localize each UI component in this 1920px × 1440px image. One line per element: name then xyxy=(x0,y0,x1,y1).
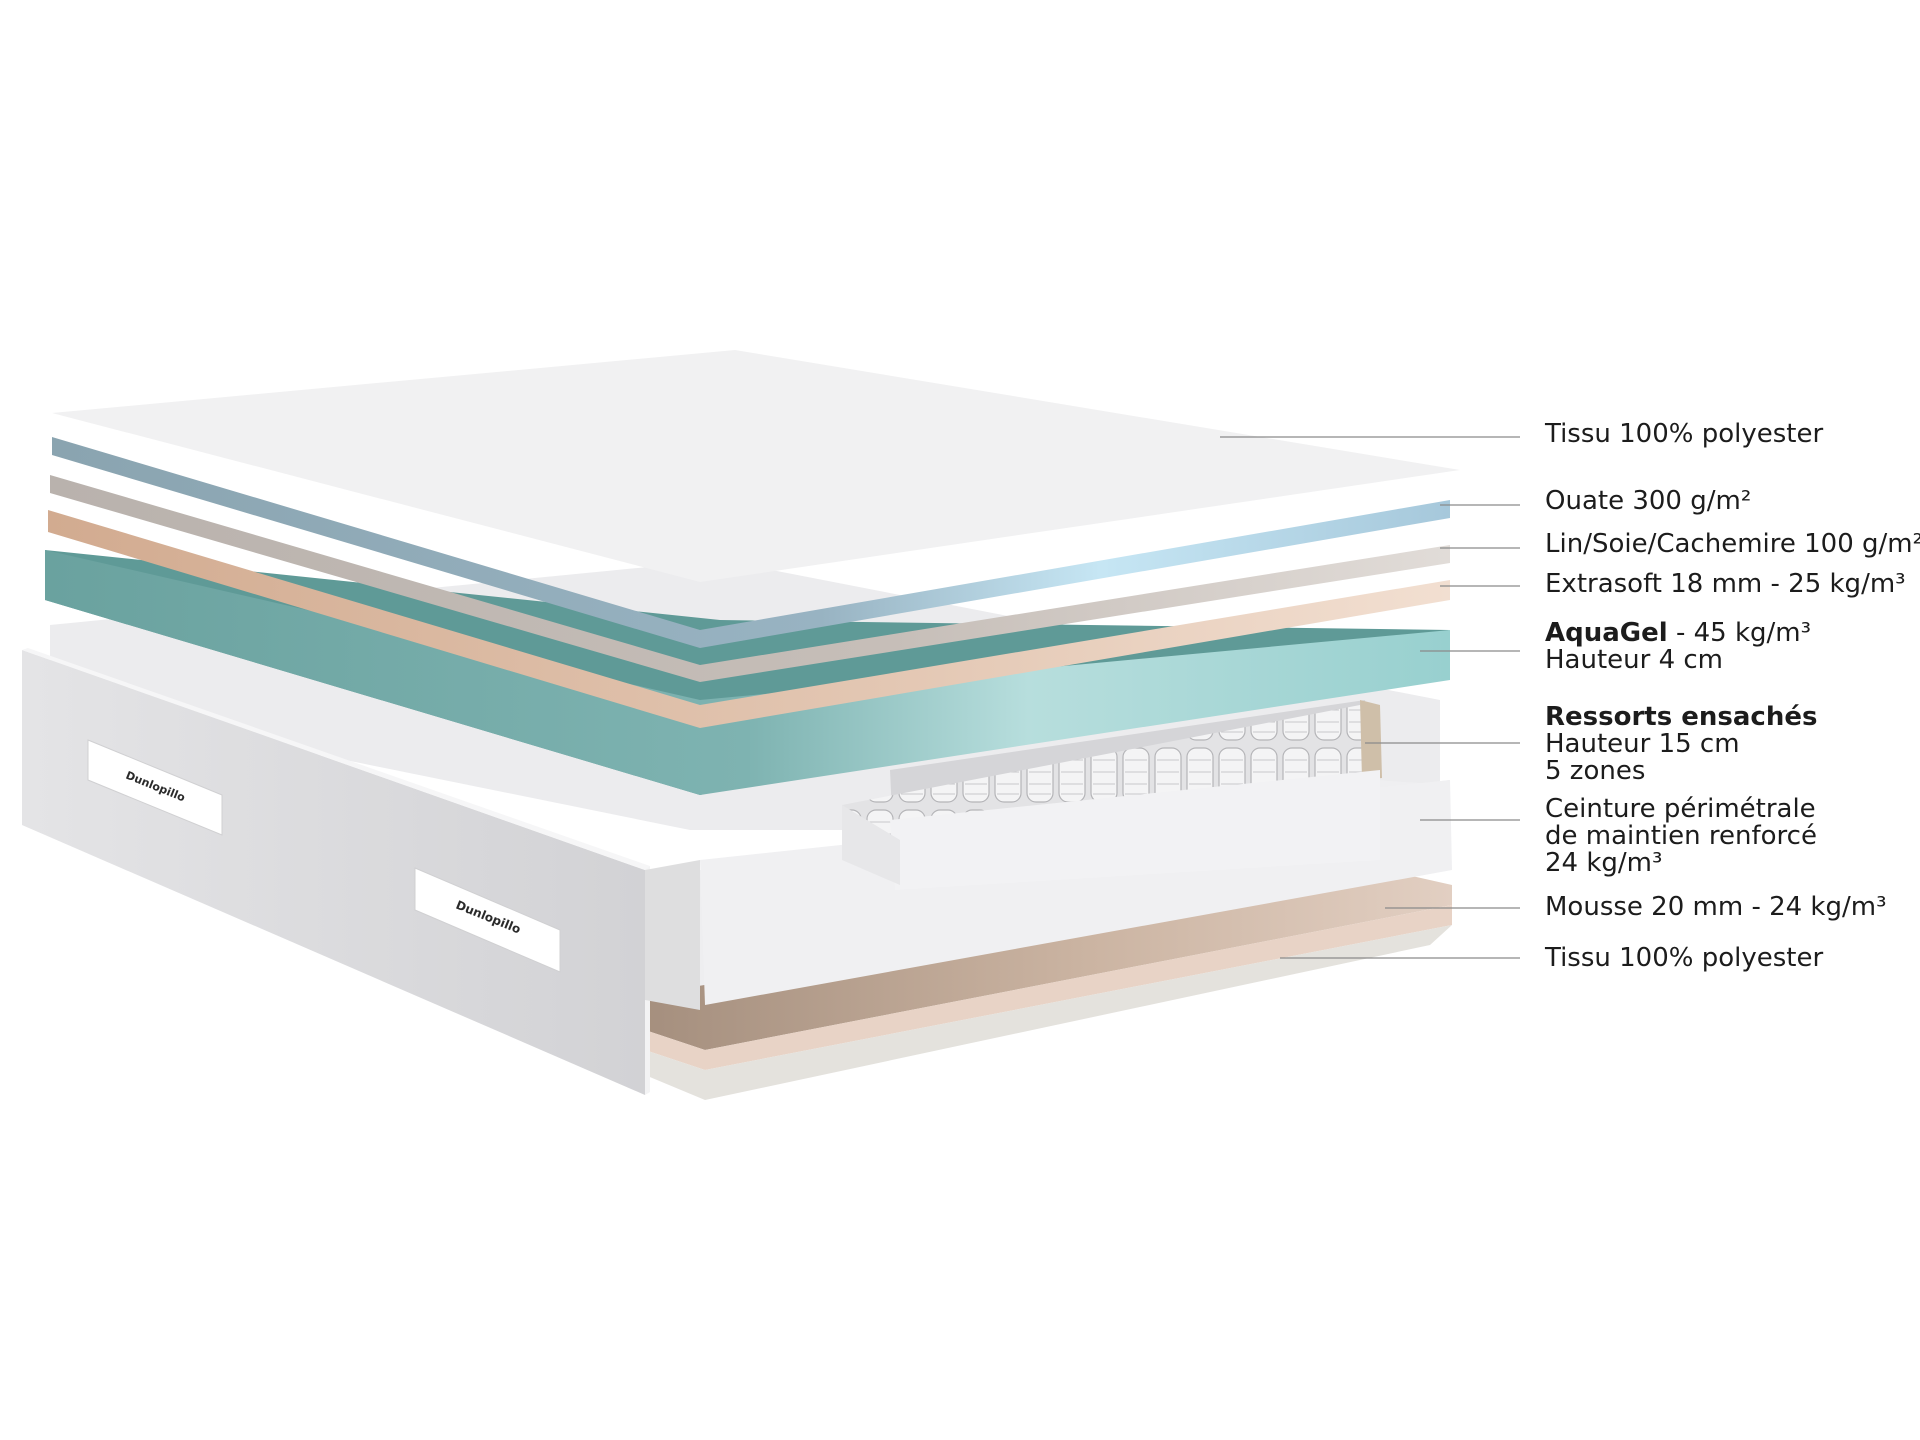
top-fabric-layer xyxy=(52,350,1460,582)
label-ouate: Ouate 300 g/m² xyxy=(1545,486,1752,516)
label-top-fabric: Tissu 100% polyester xyxy=(1545,419,1824,449)
side-panel xyxy=(22,648,700,1095)
label-linen-silk-cashmere: Lin/Soie/Cachemire 100 g/m² xyxy=(1545,529,1920,559)
leader-lines xyxy=(1220,436,1520,959)
label-perimeter-belt: Ceinture périmétrale de maintien renforc… xyxy=(1545,794,1817,878)
bottom-fabric-layer xyxy=(645,925,1452,1100)
label-aquagel: AquaGel - 45 kg/m³ Hauteur 4 cm xyxy=(1545,618,1812,675)
label-pocket-springs: Ressorts ensachés Hauteur 15 cm 5 zones xyxy=(1545,702,1818,786)
label-bottom-fabric: Tissu 100% polyester xyxy=(1545,943,1824,973)
label-mousse: Mousse 20 mm - 24 kg/m³ xyxy=(1545,892,1887,922)
mousse-layer xyxy=(645,870,1452,1050)
label-extrasoft: Extrasoft 18 mm - 25 kg/m³ xyxy=(1545,569,1906,599)
brand-label-right: Dunlopillo xyxy=(414,867,561,973)
perimeter-belt-block xyxy=(50,560,1452,1100)
